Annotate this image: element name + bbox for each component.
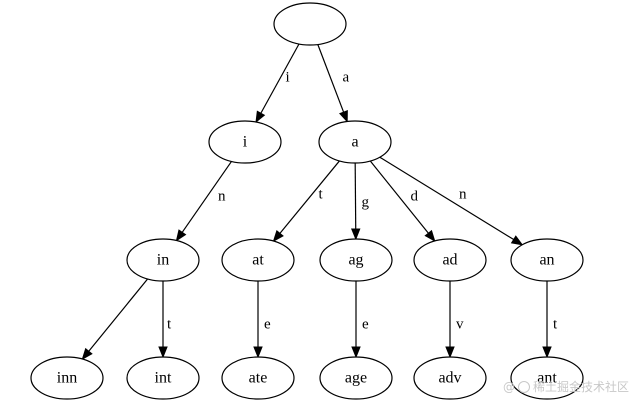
- node-ellipse: [126, 356, 200, 400]
- edge-label: e: [264, 316, 271, 332]
- node-ellipse: [413, 238, 487, 282]
- edge-line: [279, 160, 340, 234]
- edge-in-int: t: [158, 281, 172, 359]
- node-ellipse: [319, 238, 393, 282]
- edge-root-a: a: [317, 44, 350, 123]
- node-ellipse: [221, 356, 295, 400]
- edge-root-i: i: [255, 43, 300, 124]
- edge-label: t: [167, 316, 172, 332]
- node-root: [273, 2, 347, 46]
- node-int: int: [126, 356, 200, 400]
- node-label: ant: [537, 370, 557, 387]
- edge-i-in: n: [175, 161, 232, 242]
- arrowhead-icon: [255, 110, 266, 124]
- watermark-at-sign: @: [502, 379, 515, 394]
- edge-line: [88, 278, 149, 352]
- node-i: i: [208, 120, 282, 164]
- edge-ag-age: e: [351, 281, 369, 359]
- edge-line: [181, 161, 232, 233]
- node-ellipse: [30, 356, 104, 400]
- arrowhead-icon: [542, 346, 552, 359]
- arrowhead-icon: [175, 229, 187, 242]
- arrowhead-icon: [510, 235, 524, 246]
- node-ate: ate: [221, 356, 295, 400]
- node-label: int: [155, 370, 172, 387]
- edge-in-inn: [81, 278, 149, 361]
- node-label: inn: [57, 370, 77, 387]
- edge-label: n: [459, 186, 467, 202]
- edge-line: [379, 156, 515, 241]
- arrowhead-icon: [351, 346, 361, 359]
- arrowhead-icon: [253, 346, 263, 359]
- edge-label: g: [362, 194, 370, 210]
- node-label: at: [252, 252, 264, 269]
- node-label: adv: [438, 370, 461, 387]
- node-an: an: [510, 238, 584, 282]
- arrowhead-icon: [424, 229, 436, 243]
- node-ellipse: [510, 238, 584, 282]
- node-at: at: [221, 238, 295, 282]
- node-label: in: [157, 252, 169, 269]
- edge-line: [317, 44, 345, 113]
- node-ellipse: [221, 238, 295, 282]
- node-ellipse: [413, 356, 487, 400]
- node-ag: ag: [319, 238, 393, 282]
- node-label: i: [243, 134, 248, 151]
- edge-a-ad: d: [369, 160, 436, 243]
- edge-at-ate: e: [253, 281, 271, 359]
- arrowhead-icon: [81, 347, 93, 361]
- edge-line: [260, 43, 300, 114]
- node-a: a: [318, 120, 392, 164]
- node-label: age: [345, 370, 367, 387]
- edge-line: [369, 160, 429, 234]
- edge-a-ag: g: [350, 162, 370, 241]
- node-adv: adv: [413, 356, 487, 400]
- edge-an-ant: t: [542, 281, 558, 359]
- edge-label: n: [218, 188, 226, 204]
- edge-label: v: [456, 316, 464, 332]
- edge-label: t: [553, 316, 558, 332]
- juejin-logo-icon: [517, 380, 530, 393]
- node-ellipse: [208, 120, 282, 164]
- edge-a-at: t: [272, 160, 340, 243]
- node-age: age: [319, 356, 393, 400]
- arrowhead-icon: [339, 110, 348, 123]
- watermark-text: 稀土掘金技术社区: [532, 380, 629, 394]
- arrowhead-icon: [445, 346, 455, 359]
- node-ellipse: [318, 120, 392, 164]
- edge-line: [354, 162, 357, 230]
- edge-a-an: n: [379, 156, 524, 246]
- node-in: in: [126, 238, 200, 282]
- node-ellipse: [319, 356, 393, 400]
- node-label: ate: [249, 370, 268, 387]
- node-ad: ad: [413, 238, 487, 282]
- watermark: @ 稀土掘金技术社区: [503, 378, 629, 395]
- arrowhead-icon: [272, 229, 284, 243]
- edge-label: d: [411, 188, 419, 204]
- node-inn: inn: [30, 356, 104, 400]
- edge-ad-adv: v: [445, 281, 464, 359]
- edge-label: i: [286, 69, 290, 85]
- node-ellipse: [273, 2, 347, 46]
- arrowhead-icon: [158, 346, 168, 359]
- edge-label: e: [362, 316, 369, 332]
- node-ellipse: [126, 238, 200, 282]
- node-label: a: [351, 134, 358, 151]
- edge-label: a: [343, 69, 350, 85]
- node-label: ag: [348, 252, 363, 269]
- edge-label: t: [319, 186, 324, 202]
- arrowhead-icon: [350, 228, 361, 241]
- node-label: an: [539, 252, 554, 269]
- node-label: ad: [442, 252, 457, 269]
